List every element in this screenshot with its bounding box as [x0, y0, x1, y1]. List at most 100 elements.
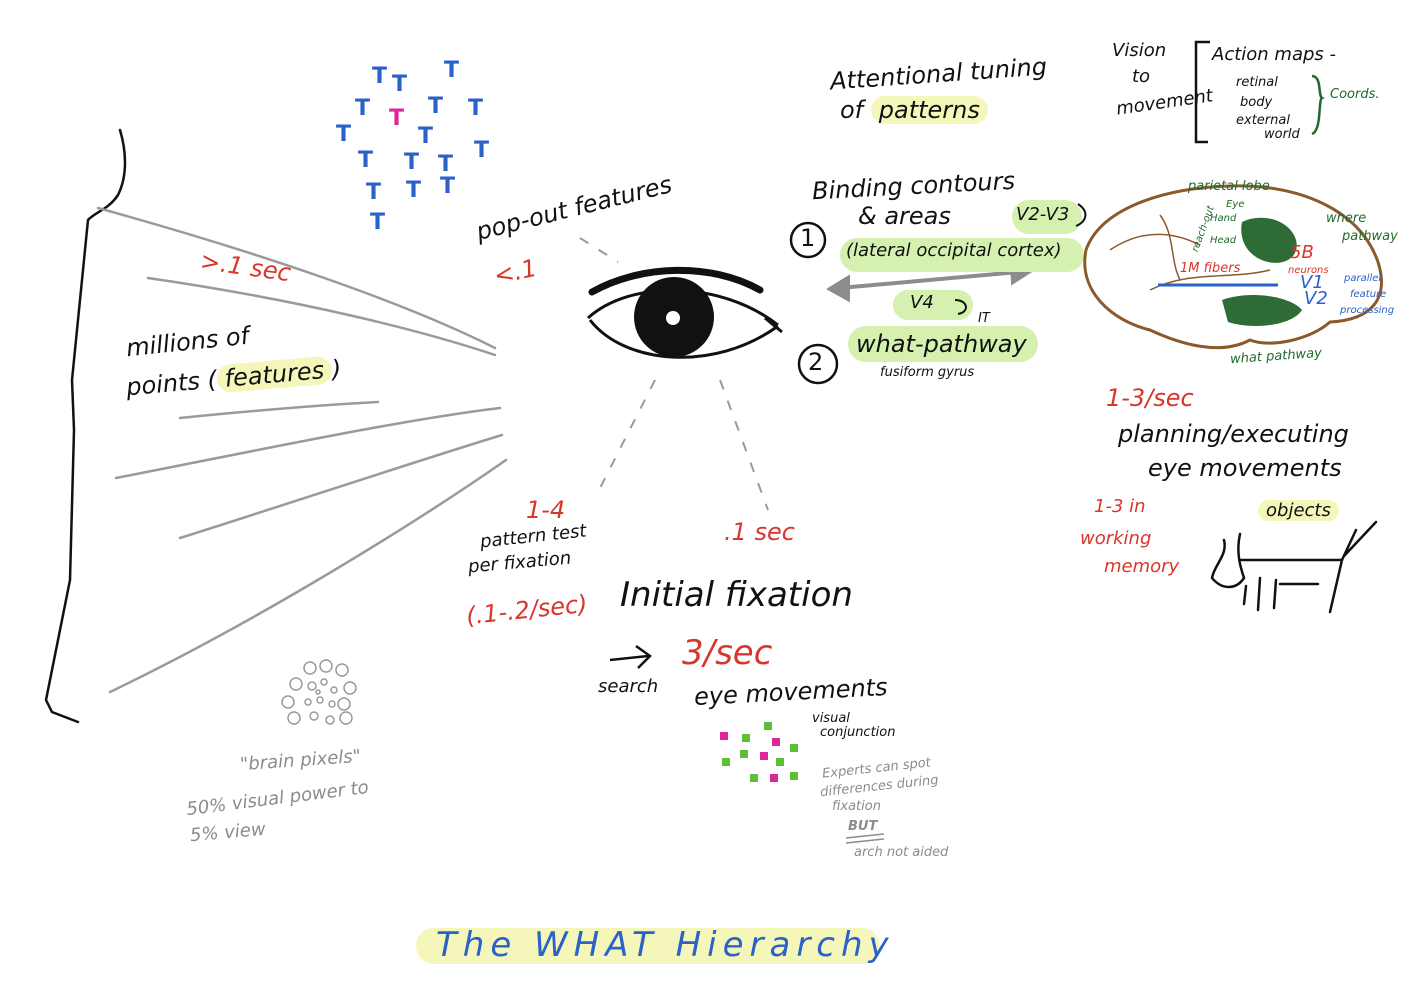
wm-line2: working — [1080, 528, 1152, 549]
t-letter: T — [468, 96, 484, 121]
planning-rate: 1-3/sec — [1106, 384, 1194, 412]
v4-arrow — [954, 299, 967, 315]
fibers-label: 1M fibers — [1180, 261, 1241, 276]
conjunction-dots — [720, 722, 798, 782]
coords-label: Coords. — [1330, 87, 1380, 102]
fixation-time: .1 sec — [724, 518, 795, 546]
num-one: 1 — [800, 224, 816, 252]
eyebrow — [588, 266, 764, 296]
brain-drawing — [1083, 184, 1383, 350]
attention-line2: of patterns — [840, 96, 988, 124]
eye-movement-rate: 3/sec — [682, 633, 773, 673]
planning-line1: planning/executing — [1118, 420, 1349, 448]
dashed-pointers — [579, 237, 769, 511]
experts-line3: fixation — [832, 799, 881, 814]
vision-bracket — [1194, 40, 1210, 144]
search-label: search — [598, 676, 659, 697]
ray-6 — [108, 458, 508, 694]
v2v3-arrow — [1075, 203, 1087, 227]
vision-rays — [96, 206, 508, 694]
lower-lid — [588, 319, 779, 359]
t-letter: T — [404, 150, 420, 175]
planning-line2: eye movements — [1148, 454, 1342, 482]
ray-2 — [146, 276, 497, 357]
parietal-region — [1241, 217, 1297, 263]
t-letter: T — [358, 148, 374, 173]
body-label: body — [1240, 95, 1273, 110]
face-profile — [44, 128, 127, 724]
page-title: The WHAT Hierarchy — [436, 925, 895, 965]
t-letter: T — [370, 210, 386, 235]
vision-line1: Vision — [1112, 40, 1167, 61]
where-label: where — [1326, 211, 1367, 226]
five-b-label: 5B — [1290, 242, 1314, 263]
green-highlights — [840, 200, 1084, 362]
retinal-label: retinal — [1236, 75, 1278, 90]
circle-two — [797, 343, 839, 385]
t-letter: T — [428, 94, 444, 119]
objects-label: objects — [1258, 500, 1339, 521]
v2-label: V2 — [1304, 288, 1328, 309]
temporal-region — [1222, 295, 1302, 326]
eye-corner — [764, 316, 783, 334]
t-letter: T — [438, 152, 454, 177]
t-letter-target: T — [389, 106, 405, 131]
t-letter: T — [366, 180, 382, 205]
num-two: 2 — [808, 348, 824, 376]
objects-highlight: objects — [1258, 500, 1339, 521]
patterns-highlight: patterns — [870, 96, 988, 124]
title-highlight — [416, 928, 880, 964]
t-letter: T — [474, 138, 490, 163]
dog-drawing — [1210, 520, 1378, 614]
eye-drawing — [586, 266, 783, 359]
wm-line1: 1-3 in — [1094, 496, 1146, 517]
eye-region-label: Eye — [1226, 199, 1245, 210]
ray-3 — [178, 400, 380, 420]
feature-label: feature — [1350, 289, 1387, 300]
parallel-label: parallel — [1344, 273, 1382, 284]
external-label: external — [1236, 113, 1290, 128]
t-letter: T — [406, 178, 422, 203]
vision-line2: to — [1132, 66, 1151, 87]
world-label: world — [1264, 127, 1300, 142]
visual-label: visual — [812, 711, 850, 726]
action-maps-label: Action maps - — [1212, 44, 1336, 65]
arch-label: arch not aided — [854, 845, 949, 860]
t-letter: T — [336, 122, 352, 147]
but-label: BUT — [848, 819, 878, 834]
attention-of: of — [840, 96, 864, 124]
hand-region-label: Hand — [1210, 213, 1237, 224]
what-pathway-label: what-pathway — [856, 330, 1027, 358]
parietal-label: parietal lobe — [1188, 179, 1270, 194]
processing-label: processing — [1340, 305, 1395, 316]
pattern-count: 1-4 — [526, 496, 566, 524]
brain-outline — [1083, 184, 1383, 350]
ray-4 — [114, 406, 502, 480]
circle-one — [789, 221, 827, 259]
brain-pixel-circles — [281, 659, 357, 725]
v2v3-label: V2-V3 — [1016, 204, 1070, 225]
it-label: IT — [978, 311, 990, 326]
t-letter: T — [372, 64, 388, 89]
initial-fixation-label: Initial fixation — [620, 575, 853, 615]
binding-line2: & areas — [858, 202, 951, 230]
ray-5 — [178, 433, 504, 540]
t-letter: T — [392, 72, 408, 97]
v4-label: V4 — [910, 292, 934, 313]
search-arrow — [609, 644, 652, 669]
v1-label: V1 — [1300, 272, 1324, 293]
points-suffix: ) — [330, 354, 343, 384]
where-pathway-label: pathway — [1342, 229, 1398, 244]
ray-1 — [96, 206, 497, 350]
but-underline — [845, 833, 885, 844]
pupil-glint — [666, 311, 680, 325]
head-region-label: Head — [1210, 235, 1237, 246]
t-letter: T — [355, 96, 371, 121]
t-letter: T — [440, 174, 456, 199]
t-letter: T — [418, 124, 434, 149]
fusiform-label: fusiform gyrus — [880, 365, 975, 380]
coords-brace — [1311, 74, 1325, 136]
loc-label: (lateral occipital cortex) — [846, 240, 1062, 261]
wm-line3: memory — [1104, 556, 1180, 577]
